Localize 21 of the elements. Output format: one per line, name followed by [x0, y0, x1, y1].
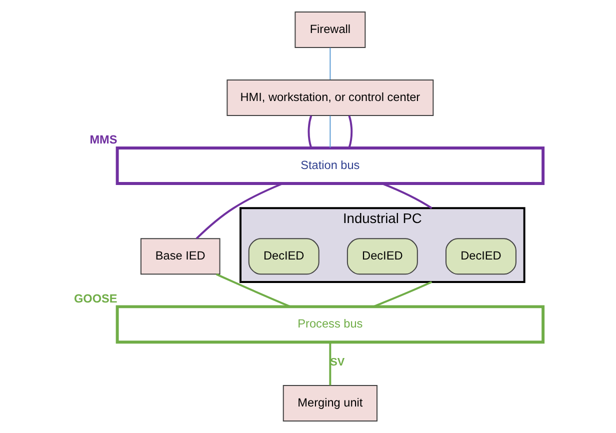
connector [348, 115, 352, 148]
node-box: Process bus [115, 305, 544, 344]
connector [215, 273, 290, 308]
node-box: DecIED [248, 238, 319, 275]
node-box: Firewall [294, 12, 366, 48]
node-box: Base IED [140, 238, 220, 275]
connector [329, 47, 330, 80]
connector [381, 182, 432, 209]
node-box: Station bus [115, 146, 544, 185]
node-box: HMI, workstation, or control center [226, 80, 434, 116]
connector [372, 281, 432, 308]
connector [328, 342, 331, 386]
connector [195, 182, 282, 240]
node-label: MMS [89, 132, 117, 147]
connector [329, 115, 330, 148]
node-box: DecIED [444, 238, 516, 275]
node-box: DecIED [346, 238, 418, 275]
edge-label: SV [330, 356, 344, 369]
node-box: Merging unit [282, 385, 377, 422]
node-label: GOOSE [73, 291, 117, 306]
connector [307, 115, 312, 148]
